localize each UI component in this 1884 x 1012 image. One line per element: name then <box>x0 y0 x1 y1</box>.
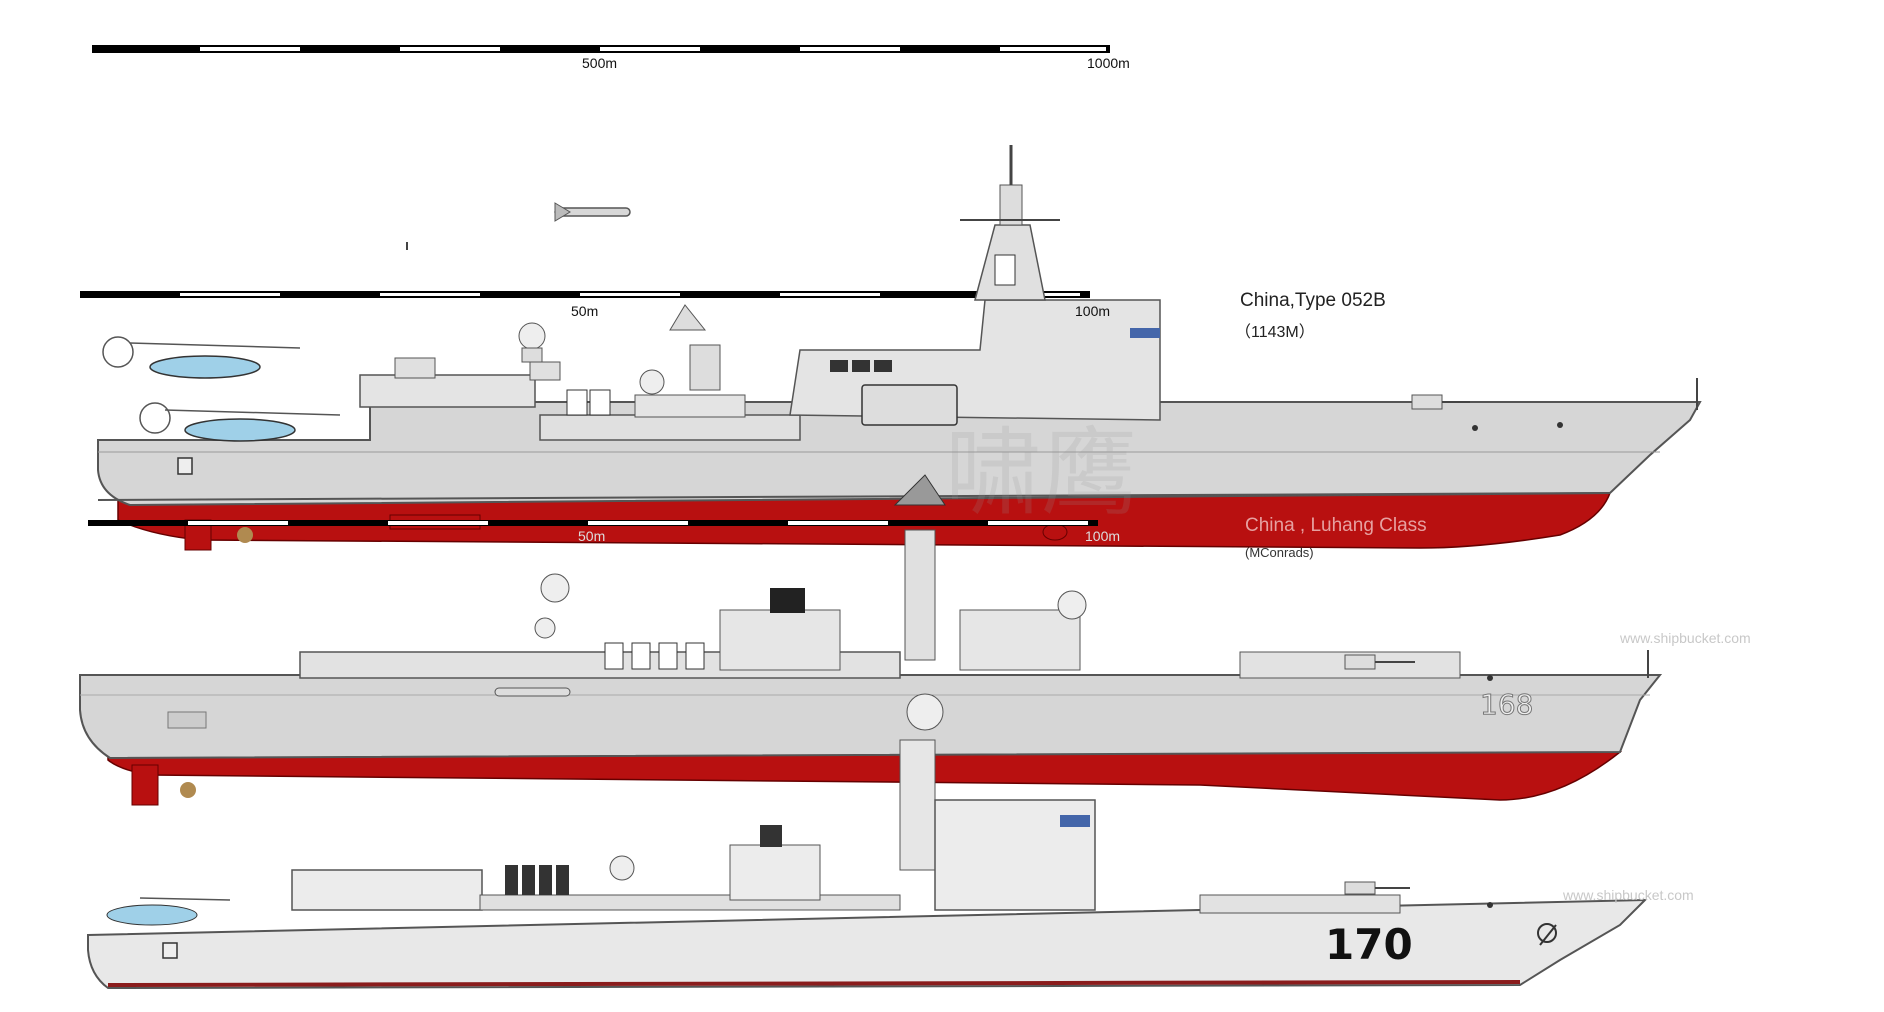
helicopter-icon <box>139 402 341 442</box>
scale-bar-end-label: 100m <box>1085 528 1121 544</box>
site-watermark: www.shipbucket.com <box>1620 630 1751 646</box>
anchor-icon <box>1537 923 1557 946</box>
ship-2-hull-number: 168 <box>1479 688 1534 722</box>
scale-bar-end-label: 100m <box>1075 303 1111 319</box>
top-scale-bar <box>92 45 1110 53</box>
ship-2-credit: (MConrads) <box>1245 545 1314 560</box>
ship-1-type-052b <box>97 145 1702 551</box>
ship-1-subtitle: （1143M） <box>1235 324 1315 341</box>
ship-3-170 <box>87 693 1648 990</box>
site-watermark: www.shipbucket.com <box>1563 887 1694 903</box>
ship-2-luhang <box>79 474 1663 806</box>
chinese-watermark: 啸鹰 <box>945 417 1137 529</box>
scale-bar-mid-label: 50m <box>578 528 606 544</box>
middle-scale-bar <box>80 291 1090 298</box>
ship-3-hull-number: 170 <box>1325 920 1413 969</box>
ship-2-title: China , Luhang Class <box>1245 515 1427 536</box>
ship-1-title: China,Type 052B <box>1240 290 1386 311</box>
helicopter-icon <box>106 897 231 926</box>
scale-bar-mid-label: 50m <box>571 303 599 319</box>
scale-bar-mid-label: 500m <box>582 55 618 71</box>
overlap-scale-bar <box>88 520 1098 526</box>
scale-bar-end-label: 1000m <box>1087 55 1130 71</box>
helicopter-icon <box>102 336 301 379</box>
missile-profile <box>554 202 631 222</box>
